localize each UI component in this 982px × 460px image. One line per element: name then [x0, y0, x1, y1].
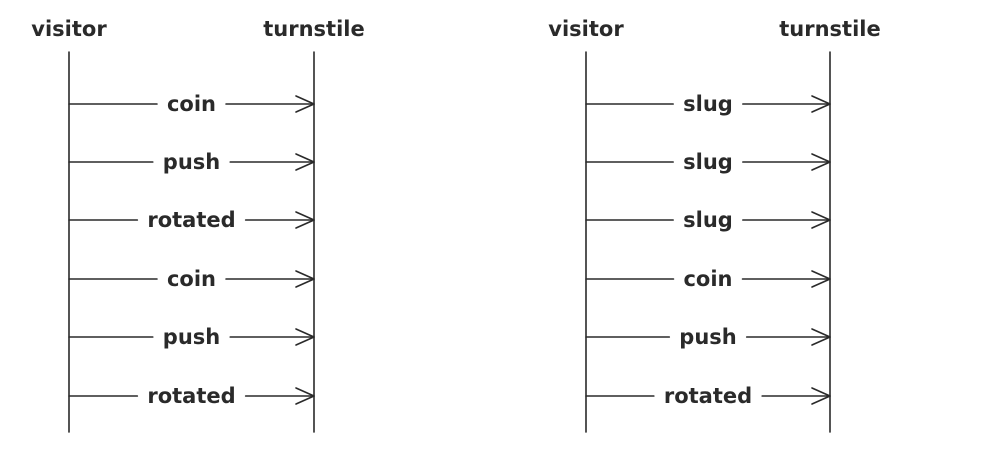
message-label: slug: [683, 150, 733, 174]
message-label: push: [163, 150, 220, 174]
arrowhead-icon: [295, 153, 315, 171]
arrowhead-icon: [295, 328, 315, 346]
participant-visitor: visitor: [548, 17, 624, 41]
message-coin: coin: [68, 267, 315, 291]
message-label: rotated: [147, 208, 235, 232]
participant-turnstile: turnstile: [779, 17, 880, 41]
arrowhead-icon: [811, 95, 831, 113]
message-label: slug: [683, 92, 733, 116]
message-label: push: [679, 325, 736, 349]
arrowhead-icon: [811, 211, 831, 229]
message-coin: coin: [68, 92, 315, 116]
sequence-diagram-right: visitor turnstile slug slug slug coin push ro…: [548, 17, 881, 433]
message-label: rotated: [147, 384, 235, 408]
sequence-diagram-left: visitor turnstile coin push rotated coin pus…: [31, 17, 365, 433]
arrowhead-icon: [295, 270, 315, 288]
message-rotated: rotated: [68, 384, 315, 408]
message-slug: slug: [585, 150, 831, 174]
arrowhead-icon: [811, 270, 831, 288]
message-label: coin: [167, 267, 216, 291]
message-label: coin: [683, 267, 732, 291]
message-label: push: [163, 325, 220, 349]
arrowhead-icon: [811, 328, 831, 346]
message-label: coin: [167, 92, 216, 116]
message-rotated: rotated: [585, 384, 831, 408]
arrowhead-icon: [295, 211, 315, 229]
arrowhead-icon: [811, 387, 831, 405]
message-slug: slug: [585, 208, 831, 232]
arrowhead-icon: [295, 95, 315, 113]
message-rotated: rotated: [68, 208, 315, 232]
message-label: slug: [683, 208, 733, 232]
participant-turnstile: turnstile: [263, 17, 364, 41]
message-slug: slug: [585, 92, 831, 116]
message-list: slug slug slug coin push rotated: [585, 92, 831, 408]
arrowhead-icon: [295, 387, 315, 405]
message-push: push: [585, 325, 831, 349]
message-label: rotated: [664, 384, 752, 408]
participant-visitor: visitor: [31, 17, 107, 41]
message-push: push: [68, 150, 315, 174]
arrowhead-icon: [811, 153, 831, 171]
message-list: coin push rotated coin push rotated: [68, 92, 315, 408]
message-coin: coin: [585, 267, 831, 291]
message-push: push: [68, 325, 315, 349]
